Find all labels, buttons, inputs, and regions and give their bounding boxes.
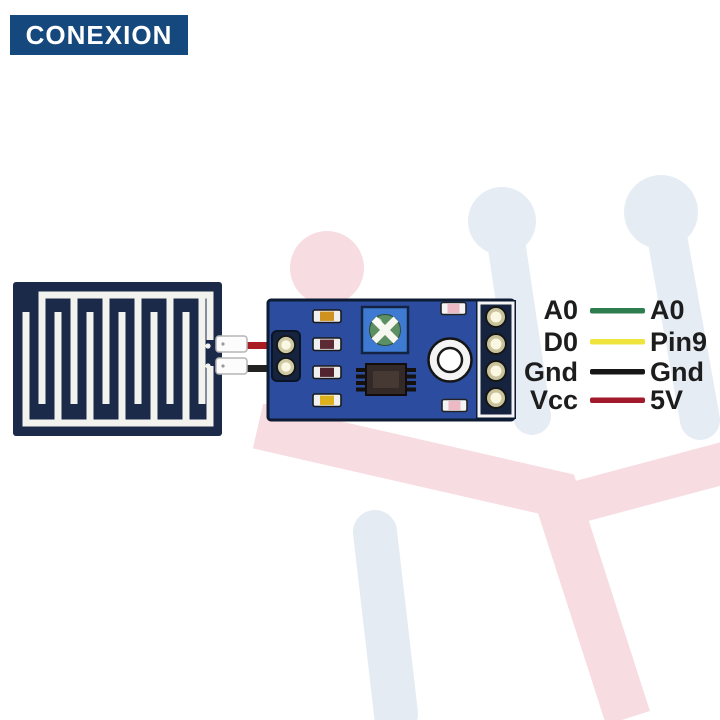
- connection-line-vcc: [590, 397, 645, 403]
- potentiometer: [360, 305, 410, 355]
- board-pin-label-a0: A0: [650, 295, 685, 325]
- board-pin-label-pin9: Pin9: [650, 327, 708, 357]
- connection-line-gnd: [590, 369, 645, 375]
- pin-connection-lines: [590, 308, 645, 403]
- resistor: [441, 398, 468, 413]
- resistor: [312, 393, 342, 408]
- crimp-dot: [221, 364, 225, 368]
- sensor-wires: [215, 335, 273, 375]
- pink-ribbon-arm-icon: [572, 442, 720, 523]
- resistor: [440, 301, 467, 316]
- connection-line-a0: [590, 308, 645, 314]
- pad-solder-dot: [205, 343, 211, 349]
- smd-resistors: [312, 309, 342, 408]
- input-connector: [271, 330, 301, 382]
- mounting-hole: [427, 337, 473, 383]
- board-pin-label-gnd: Gnd: [650, 357, 704, 387]
- brand-banner-label: CONEXION: [25, 19, 173, 50]
- resistor: [312, 365, 342, 380]
- header-pin: [485, 306, 507, 328]
- sensor-module-board: [266, 298, 516, 422]
- board-pin-label-5v: 5V: [650, 385, 684, 415]
- pad-top-electrode-trace: [38, 291, 214, 404]
- module-pin-label-vcc: Vcc: [529, 385, 578, 415]
- header-pin: [485, 387, 507, 409]
- module-pin-label-a0: A0: [543, 295, 578, 325]
- pink-blob-icon: [290, 231, 364, 305]
- module-pin-label-d0: D0: [543, 327, 578, 357]
- resistor: [312, 309, 342, 324]
- pad-bottom-electrode-trace: [22, 312, 214, 427]
- faded-wire-stroke-icon: [353, 510, 418, 720]
- header-pin: [485, 333, 507, 355]
- wire-crimp-connector: [215, 357, 248, 375]
- faded-pin-icon: [624, 175, 720, 440]
- resistor: [312, 337, 342, 352]
- pad-solder-dot: [205, 363, 211, 369]
- sensor-pad: [13, 282, 222, 436]
- wire-crimp-connector: [215, 335, 248, 353]
- output-pin-header: [476, 300, 516, 419]
- header-pin: [485, 360, 507, 382]
- ic-chip: [356, 363, 416, 396]
- brand-banner: CONEXION: [10, 15, 188, 55]
- connection-line-d0: [590, 339, 645, 345]
- crimp-dot: [221, 342, 225, 346]
- module-pin-label-gnd: Gnd: [524, 357, 578, 387]
- pink-ribbon-icon: [252, 403, 650, 720]
- faded-pin-icon: [468, 187, 551, 435]
